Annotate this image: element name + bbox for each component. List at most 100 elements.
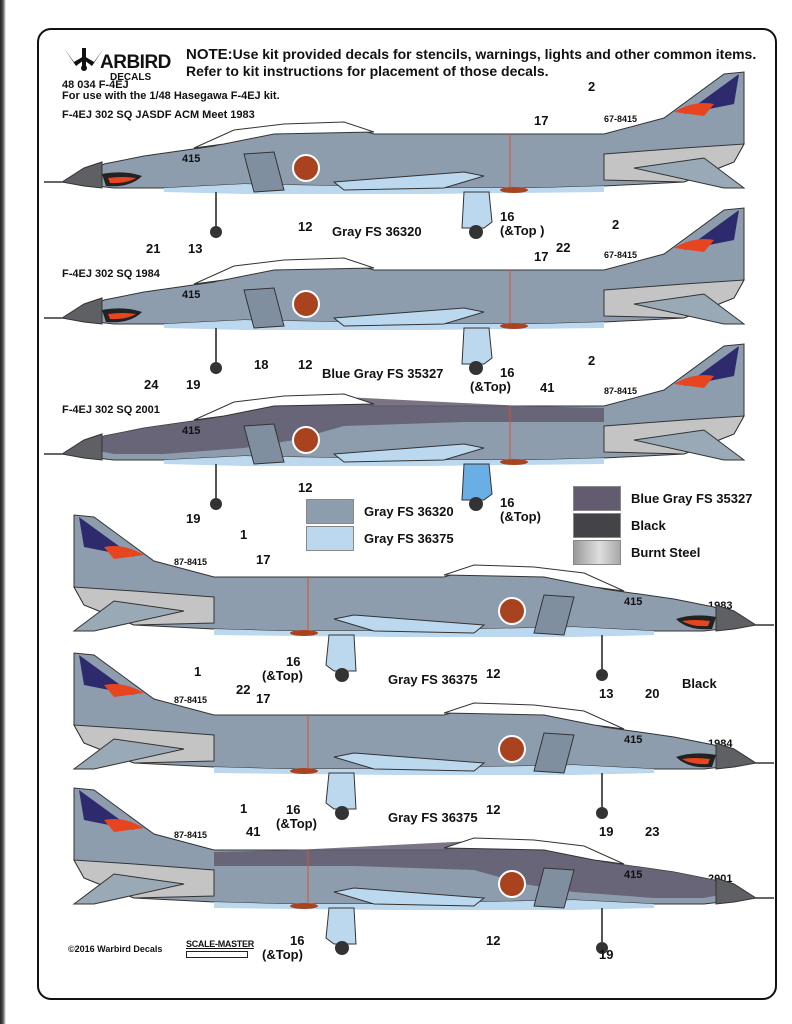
nose-wheel [210, 226, 222, 238]
nose-number: 415 [624, 596, 642, 608]
note-line-1: Use kit provided decals for stencils, wa… [232, 46, 757, 62]
wing-roundel [290, 768, 318, 774]
wing [333, 887, 486, 907]
aircraft-profile [72, 514, 774, 682]
legend-label: Blue Gray FS 35327 [631, 491, 753, 506]
nose-wheel [210, 362, 222, 374]
radome [715, 742, 758, 770]
drop-tank [325, 634, 357, 672]
brand-name: ARBIRD [100, 52, 171, 73]
callout-17: 17 [534, 249, 549, 264]
corsair-logo-icon [64, 48, 104, 71]
main-wheel [469, 225, 483, 239]
drop-tank [325, 907, 357, 945]
wing [332, 307, 485, 327]
main-wheel [335, 941, 349, 955]
callout-13: 13 [599, 686, 614, 701]
legend-label: Gray FS 36375 [364, 531, 454, 546]
callout-19: 19 [186, 377, 201, 392]
wing-roundel [290, 903, 318, 909]
wing-roundel [500, 323, 528, 329]
scalemaster-bar [186, 951, 248, 958]
intake [243, 287, 285, 329]
callout-12: 12 [298, 357, 313, 372]
wing [333, 752, 486, 772]
hinomaru-roundel [498, 597, 526, 625]
aircraft-profile [44, 343, 746, 511]
tail-art-eagle [104, 684, 144, 697]
drop-tank [461, 327, 493, 365]
radome [60, 433, 103, 461]
color-callout-gray-36375: Gray FS 36375 [388, 672, 478, 687]
swatch-burnt-steel [573, 540, 621, 565]
callout-21: 21 [146, 241, 161, 256]
callout-black: Black [682, 676, 717, 691]
legend-black: Black [573, 513, 666, 538]
nose-wheel [596, 807, 608, 819]
note-keyword: NOTE: [186, 46, 233, 63]
swatch-blue-gray-35327 [573, 486, 621, 511]
legend-gray-36320: Gray FS 36320 [306, 499, 454, 524]
stabilator [633, 293, 746, 325]
tail-art-eagle [674, 239, 714, 252]
wing [332, 171, 485, 191]
legend-burnt-steel: Burnt Steel [573, 540, 700, 565]
nose-number: 415 [624, 869, 642, 881]
hinomaru-roundel [498, 870, 526, 898]
callout-41: 41 [246, 824, 261, 839]
callout-1: 1 [240, 527, 248, 542]
scheme-title-1984: F-4EJ 302 SQ 1984 [62, 268, 160, 280]
canopy [443, 702, 625, 730]
wing-roundel [500, 459, 528, 465]
callout-24: 24 [144, 377, 159, 392]
drop-tank [325, 772, 357, 810]
callout-16: 16 [290, 933, 305, 948]
radome [715, 877, 758, 905]
tail-serial: 87-8415 [174, 695, 207, 705]
wing-roundel [500, 187, 528, 193]
wing [333, 614, 486, 634]
nose-number: 415 [624, 734, 642, 746]
tail-art-eagle [674, 103, 714, 116]
legend-gray-36375: Gray FS 36375 [306, 526, 454, 551]
tail-art-eagle [104, 546, 144, 559]
hinomaru-roundel [498, 735, 526, 763]
callout-and-top: (&Top ) [500, 223, 545, 238]
canopy [193, 257, 375, 285]
sharkmouth-inner [682, 758, 710, 765]
callout-12: 12 [298, 480, 313, 495]
color-callout-gray-36375: Gray FS 36375 [388, 810, 478, 825]
callout-and-top: (&Top) [262, 947, 303, 962]
callout-and-top: (&Top) [470, 379, 511, 394]
sharkmouth-inner [108, 313, 136, 320]
legend-label: Burnt Steel [631, 545, 701, 560]
radome [60, 297, 103, 325]
callout-41: 41 [540, 380, 555, 395]
callout-19: 19 [599, 824, 614, 839]
nose-number: 415 [182, 425, 200, 437]
callout-19: 19 [186, 511, 201, 526]
swatch-gray-36320 [306, 499, 354, 524]
blue-gray-camo [84, 396, 604, 454]
callout-19: 19 [599, 947, 614, 962]
callout-22: 22 [556, 240, 571, 255]
callout-18: 18 [254, 357, 269, 372]
callout-12: 12 [486, 666, 501, 681]
callout-17: 17 [534, 113, 549, 128]
callout-17: 17 [256, 552, 271, 567]
tail-serial: 67-8415 [604, 250, 637, 260]
stabilator [633, 157, 746, 189]
hinomaru-roundel [292, 426, 320, 454]
callout-2: 2 [588, 79, 596, 94]
callout-17: 17 [256, 691, 271, 706]
kit-info: 48 034 F-4EJ For use with the 1/48 Haseg… [62, 80, 280, 102]
swatch-black [573, 513, 621, 538]
main-wheel [469, 497, 483, 511]
aircraft-profile [44, 71, 746, 239]
stabilator [633, 429, 746, 461]
callout-12: 12 [298, 219, 313, 234]
callout-13: 13 [188, 241, 203, 256]
sharkmouth-inner [682, 620, 710, 627]
color-callout-blue-gray-35327: Blue Gray FS 35327 [322, 366, 444, 381]
